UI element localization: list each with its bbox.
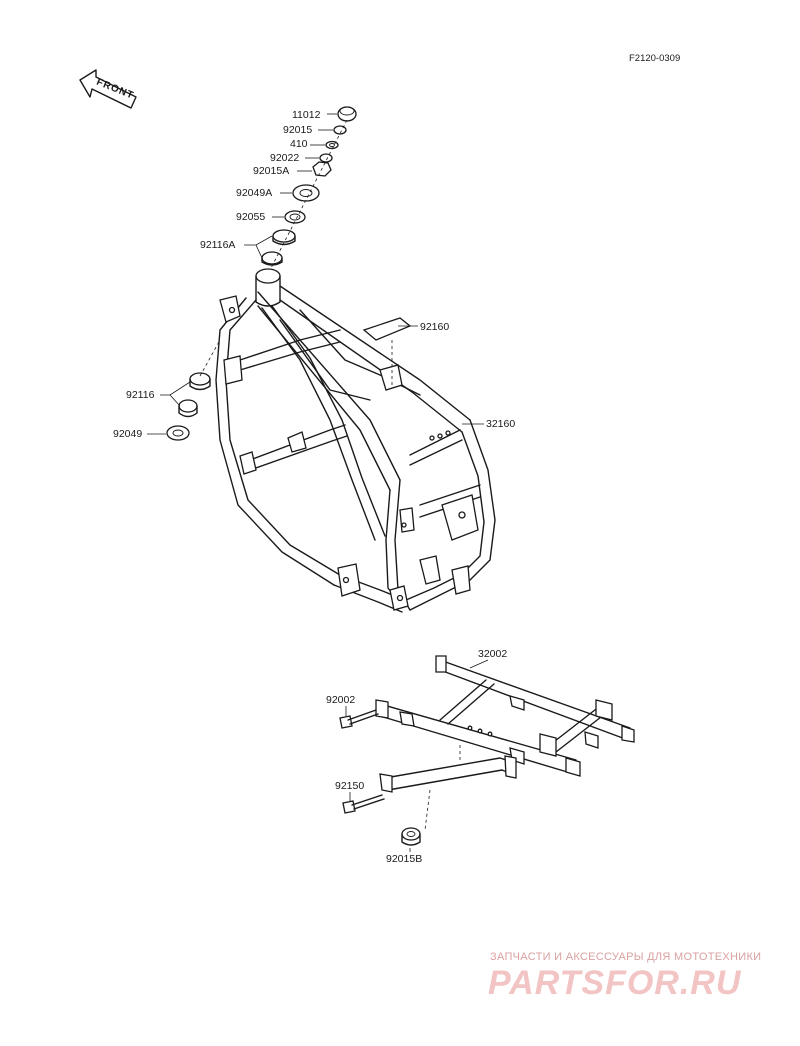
label-92022: 92022 (270, 152, 299, 164)
label-32002: 32002 (478, 648, 507, 660)
label-92116a: 92116A (200, 239, 235, 251)
label-92150: 92150 (335, 780, 364, 792)
steering-labels: 11012 92015 410 92022 92015A 92049A 9205… (200, 109, 337, 259)
sub-frame (375, 655, 635, 831)
diagram-code: F2120-0309 (629, 53, 680, 64)
label-92015b: 92015B (386, 853, 422, 865)
lower-bearings (166, 339, 221, 441)
label-92049a: 92049A (236, 187, 272, 199)
label-92015a: 92015A (253, 165, 289, 177)
main-frame (215, 268, 496, 613)
label-92015: 92015 (283, 124, 312, 136)
label-92160: 92160 (420, 321, 449, 333)
steering-stem-parts (261, 106, 357, 271)
label-410: 410 (290, 138, 308, 150)
label-92116: 92116 (126, 389, 155, 401)
subframe-bolts (339, 709, 421, 846)
watermark-caption: ЗАПЧАСТИ И АКСЕССУАРЫ ДЛЯ МОТОТЕХНИКИ (490, 951, 762, 963)
label-32160: 32160 (486, 418, 515, 430)
label-92002: 92002 (326, 694, 355, 706)
label-11012: 11012 (292, 109, 321, 121)
front-arrow-icon: FRONT (79, 69, 137, 109)
watermark-logo: PARTSFOR.RU (488, 964, 742, 1002)
front-label: FRONT (95, 77, 136, 102)
label-92049: 92049 (113, 428, 142, 440)
label-92055: 92055 (236, 211, 265, 223)
